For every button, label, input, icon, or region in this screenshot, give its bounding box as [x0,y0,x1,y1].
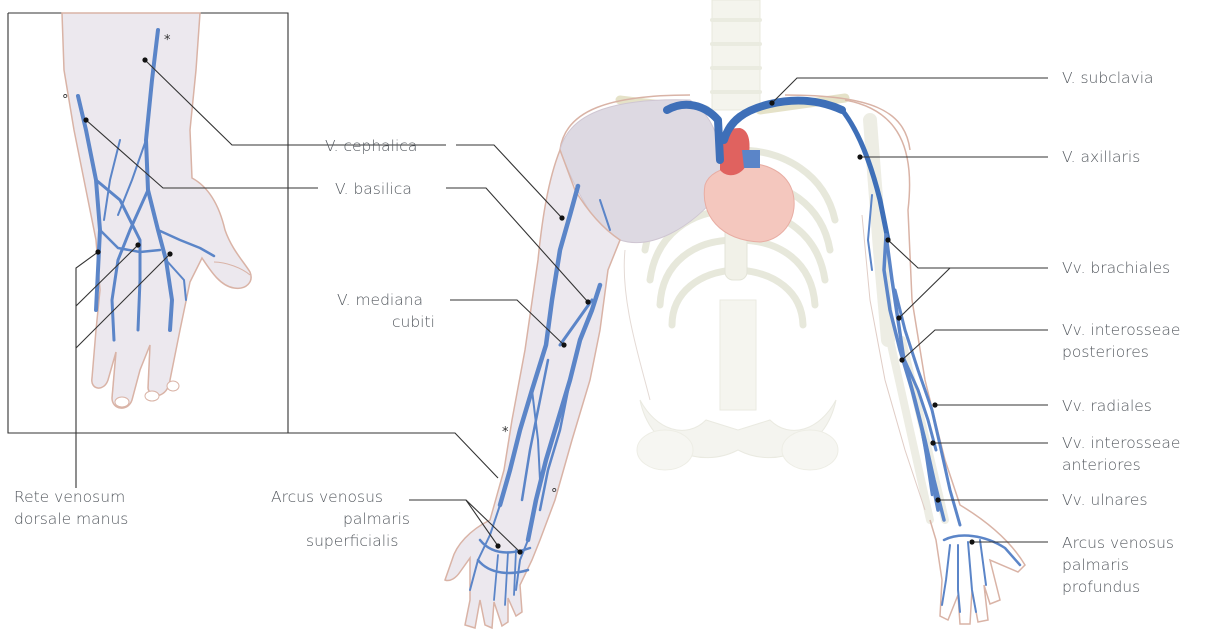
label-rete-venosum-1: Rete venosum [14,488,125,506]
asterisk-mark-arm: * [502,425,509,440]
label-v-axillaris: V. axillaris [1062,148,1140,166]
label-arcus-sup-3: superficialis [306,532,398,550]
dorsal-hand-illustration [62,13,251,408]
label-vv-interosseae-ant-1: Vv. interosseae [1062,434,1180,452]
label-v-subclavia: V. subclavia [1062,69,1154,87]
left-arm-illustration: * ° [445,100,723,628]
label-vv-ulnares: Vv. ulnares [1062,491,1148,509]
label-arcus-prof-3: profundus [1062,578,1140,596]
label-vv-interosseae-ant-2: anteriores [1062,456,1141,474]
label-v-mediana-cubiti-1: V. mediana [337,291,423,309]
label-vv-interosseae-post-1: Vv. interosseae [1062,321,1180,339]
label-arcus-prof-1: Arcus venosus [1062,534,1174,552]
label-vv-brachiales: Vv. brachiales [1062,259,1170,277]
label-vv-radiales: Vv. radiales [1062,397,1152,415]
label-rete-venosum-2: dorsale manus [14,510,128,528]
label-vv-interosseae-post-2: posteriores [1062,343,1149,361]
circle-mark-inset: ° [62,93,69,108]
label-v-mediana-cubiti-2: cubiti [392,313,435,331]
circle-mark-arm: ° [551,487,558,502]
label-arcus-sup-2: palmaris [343,510,410,528]
label-arcus-prof-2: palmaris [1062,556,1129,574]
label-arcus-sup-1: Arcus venosus [271,488,383,506]
label-v-basilica: V. basilica [335,180,412,198]
asterisk-mark-inset: * [164,33,171,48]
label-v-cephalica: V. cephalica [325,137,417,155]
